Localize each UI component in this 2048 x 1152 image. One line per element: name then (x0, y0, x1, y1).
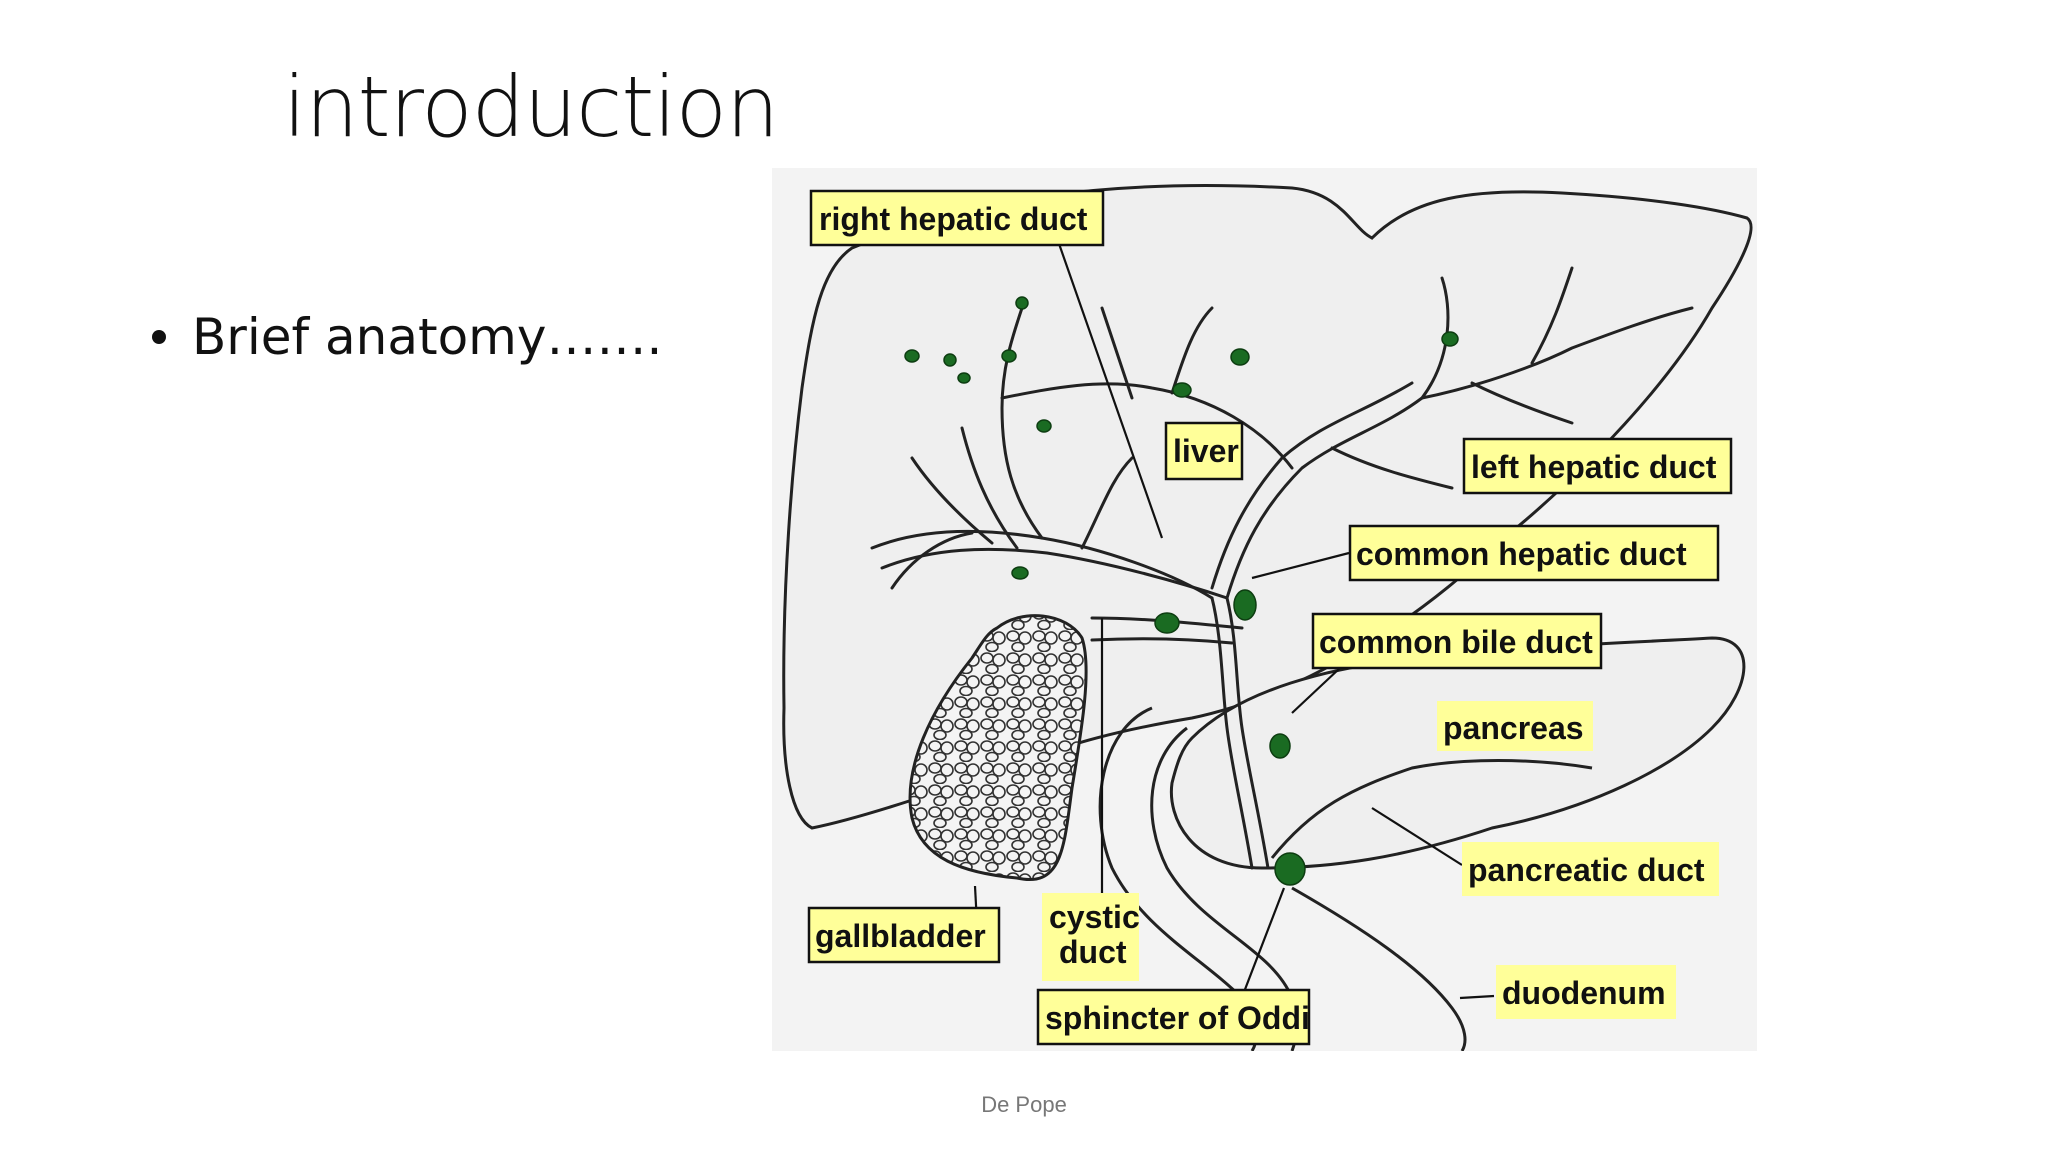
lymph-node (1015, 296, 1029, 310)
label-pancreas: pancreas (1437, 701, 1593, 751)
label-cystic-duct: cystic duct (1042, 893, 1140, 981)
svg-text:left hepatic duct: left hepatic duct (1471, 449, 1717, 485)
svg-text:pancreas: pancreas (1443, 710, 1584, 746)
svg-text:cystic: cystic (1049, 899, 1140, 935)
lymph-node (957, 372, 971, 384)
lymph-node (1172, 382, 1192, 398)
svg-text:common hepatic duct: common hepatic duct (1356, 536, 1687, 572)
label-left-hepatic-duct: left hepatic duct (1462, 437, 1733, 495)
label-common-hepatic-duct: common hepatic duct (1348, 524, 1720, 582)
lymph-node (1269, 733, 1291, 759)
lymph-node (1001, 349, 1017, 363)
lymph-node (1441, 331, 1459, 347)
svg-text:common bile duct: common bile duct (1319, 624, 1593, 660)
lymph-node (1011, 566, 1029, 580)
pancreatic-duct (1270, 759, 1593, 859)
label-right-hepatic-duct: right hepatic duct (809, 189, 1105, 247)
label-gallbladder: gallbladder (807, 906, 1001, 964)
lymph-node (1230, 348, 1250, 366)
gallbladder-shape (908, 614, 1088, 881)
bullet-list: Brief anatomy……. (152, 308, 662, 366)
lymph-node (1154, 612, 1180, 634)
svg-text:liver: liver (1173, 433, 1239, 469)
svg-text:sphincter of Oddi: sphincter of Oddi (1045, 1000, 1310, 1036)
svg-text:duodenum: duodenum (1502, 975, 1666, 1011)
label-duodenum: duodenum (1496, 965, 1676, 1019)
label-pancreatic-duct: pancreatic duct (1462, 842, 1719, 896)
label-liver: liver (1164, 421, 1244, 481)
lymph-node (1274, 852, 1306, 886)
label-sphincter-of-oddi: sphincter of Oddi (1036, 988, 1311, 1046)
svg-text:gallbladder: gallbladder (815, 918, 986, 954)
bullet-item: Brief anatomy……. (152, 308, 662, 366)
slide-title: introduction (283, 58, 779, 156)
slide-footer: De Pope (981, 1092, 1067, 1117)
bullet-dot-icon (152, 330, 166, 344)
svg-text:right hepatic duct: right hepatic duct (819, 201, 1088, 237)
lymph-node (943, 353, 957, 367)
duodenum-lower-wall (1291, 886, 1467, 1051)
biliary-anatomy-diagram: right hepatic duct liver left hepatic du… (772, 168, 1757, 1051)
svg-text:duct: duct (1059, 934, 1127, 970)
hepatic-duct-tree (870, 266, 1694, 870)
label-common-bile-duct: common bile duct (1311, 612, 1603, 670)
svg-text:pancreatic duct: pancreatic duct (1468, 852, 1705, 888)
lymph-node (904, 349, 920, 363)
lymph-node (1036, 419, 1052, 433)
bullet-text: Brief anatomy……. (192, 308, 663, 366)
lymph-nodes (904, 296, 1459, 886)
lymph-node (1233, 589, 1257, 621)
